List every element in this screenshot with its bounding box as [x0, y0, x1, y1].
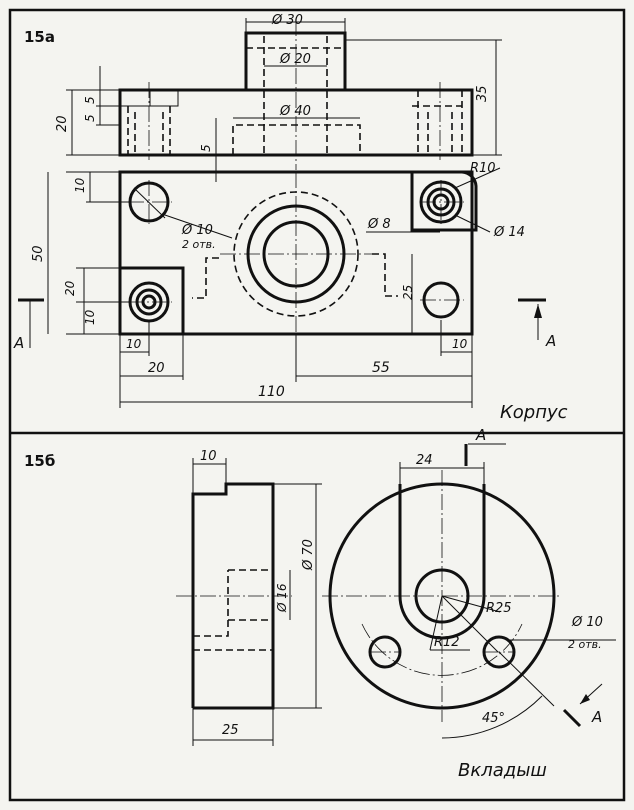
lug-top-right: [410, 170, 478, 232]
section-mark-b-bottom: A: [591, 708, 602, 726]
dim-d70: Ø 70: [301, 539, 316, 571]
dim-r12: R12: [434, 635, 460, 650]
dim-d14: Ø 14: [493, 225, 525, 240]
dim-h20-left: 20: [148, 361, 165, 376]
dim-h110: 110: [258, 384, 285, 400]
panel-b-label: 15б: [24, 452, 55, 470]
part-title-b: Вкладыш: [458, 760, 547, 781]
dim-r10: R10: [470, 161, 496, 176]
circular-view: 24 A R25 R12 Ø 10 2 отв. 45° A: [322, 426, 616, 739]
dim-d10: Ø 10: [181, 223, 213, 238]
front-view: Ø 30 Ø 20 Ø 40 35 20 5 5 5: [55, 13, 502, 182]
dim-v10-bot: 10: [83, 309, 97, 325]
dim-r25: R25: [486, 601, 512, 616]
dim-d30: Ø 30: [271, 13, 303, 28]
dim-v50: 50: [31, 245, 46, 262]
section-mark-a-right: A: [545, 332, 556, 350]
dim-d20: Ø 20: [279, 52, 311, 67]
dim-angle: 45°: [482, 711, 505, 726]
dim-v10-top: 10: [73, 177, 87, 193]
panel-a-label: 15а: [24, 28, 55, 46]
dim-d10-b: Ø 10: [571, 615, 603, 630]
section-mark-b-top: A: [475, 426, 486, 444]
dim-h10-left: 10: [126, 337, 142, 351]
dim-d8: Ø 8: [367, 217, 391, 232]
section-mark-a-left: A: [13, 334, 24, 352]
dim-h5a: 5: [83, 96, 97, 104]
dim-v20: 20: [63, 280, 77, 296]
boss-outline: [244, 31, 347, 90]
sheet-frame: [8, 8, 626, 802]
dim-h5b: 5: [83, 114, 97, 122]
part-title-a: Корпус: [500, 402, 568, 423]
dim-d40: Ø 40: [279, 104, 311, 119]
dim-h55: 55: [372, 360, 390, 376]
panel-b: 15б 10 Ø 70 Ø 16 25: [24, 426, 616, 781]
angle-arc: [441, 695, 543, 739]
dim-h20: 20: [55, 115, 70, 132]
panel-a: 15а: [13, 13, 568, 423]
top-view: R10 Ø 14 Ø 10 2 отв. Ø 8 50 10 20 10 25: [13, 161, 556, 408]
dim-w25: 25: [222, 723, 239, 738]
dim-holes-b: 2 отв.: [568, 638, 602, 651]
slot-outline: [398, 484, 486, 640]
dim-d16: Ø 16: [275, 583, 289, 613]
dim-holes-a: 2 отв.: [182, 238, 216, 251]
dim-w10: 10: [200, 449, 217, 464]
dim-h5-gap: 5: [199, 144, 213, 152]
dim-h35: 35: [475, 85, 490, 102]
lug-bottom-left: [118, 266, 185, 336]
dim-v25: 25: [401, 285, 415, 300]
dim-h10-right: 10: [452, 337, 468, 351]
side-view: 10 Ø 70 Ø 16 25: [176, 449, 322, 746]
dim-w24: 24: [416, 453, 433, 468]
